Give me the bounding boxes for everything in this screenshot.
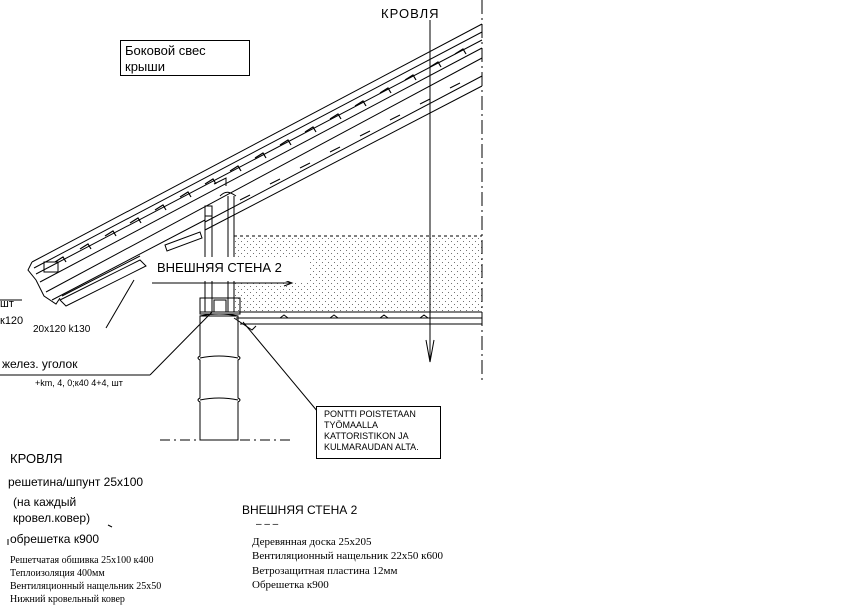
angle-label: желез. уголок [2,357,78,371]
legend-wall-title: ВНЕШНЯЯ СТЕНА 2 [242,503,358,517]
note-line-3: KATTORISTIKON JA [324,431,409,441]
note-line-1: PONTTI POISTETAAN [324,409,416,419]
legend-wall-spec-3: Ветрозащитная пластина 12мм [252,565,398,577]
left-edge-label-1: шт [0,298,14,310]
outer-wall-label-box [150,257,308,281]
note-box [316,406,441,459]
left-edge-label-2: к120 [0,315,24,327]
legend-wall-spec-2: Вентиляционный нащельник 22х50 к600 [252,550,444,562]
legend-roof-item-2: (на каждый [13,495,77,509]
legend-roof-item-1: решетина/шпунт 25х100 [8,475,144,489]
legend-roof-item-3: кровел.ковер) [13,511,91,525]
side-overhang-label-line1: Боковой свес [125,43,206,58]
legend-roof-item-4: обрешетка к900 [10,532,100,546]
legend-roof-spec-2: Теплоизоляция 400мм [10,568,105,579]
legend-roof-spec-4: Нижний кровельный ковер [10,594,125,605]
legend-wall-dashes: – – – [256,519,279,530]
outer-wall-label: ВНЕШНЯЯ СТЕНА 2 [157,260,282,275]
note-line-4: KULMARAUDAN ALTA. [324,442,419,452]
batten-label: 20х120 k130 [33,324,91,335]
legend-wall-spec-4: Обрешетка к900 [252,579,329,591]
legend-roof-title: КРОВЛЯ [10,451,63,466]
legend-wall-spec-1: Деревянная доска 25х205 [252,536,372,548]
side-overhang-label-line2: крыши [125,59,165,74]
roof-top-label: КРОВЛЯ [381,6,440,21]
angle-dims: +km, 4, 0;к40 4+4, шт [35,378,123,388]
legend-roof-spec-1: Решетчатая обшивка 25х100 к400 [10,555,154,566]
side-overhang-box [120,40,250,76]
legend-roof-spec-3: Вентиляционный нащельник 25х50 [10,581,162,592]
note-line-2: TYÖMAALLA [324,420,379,430]
